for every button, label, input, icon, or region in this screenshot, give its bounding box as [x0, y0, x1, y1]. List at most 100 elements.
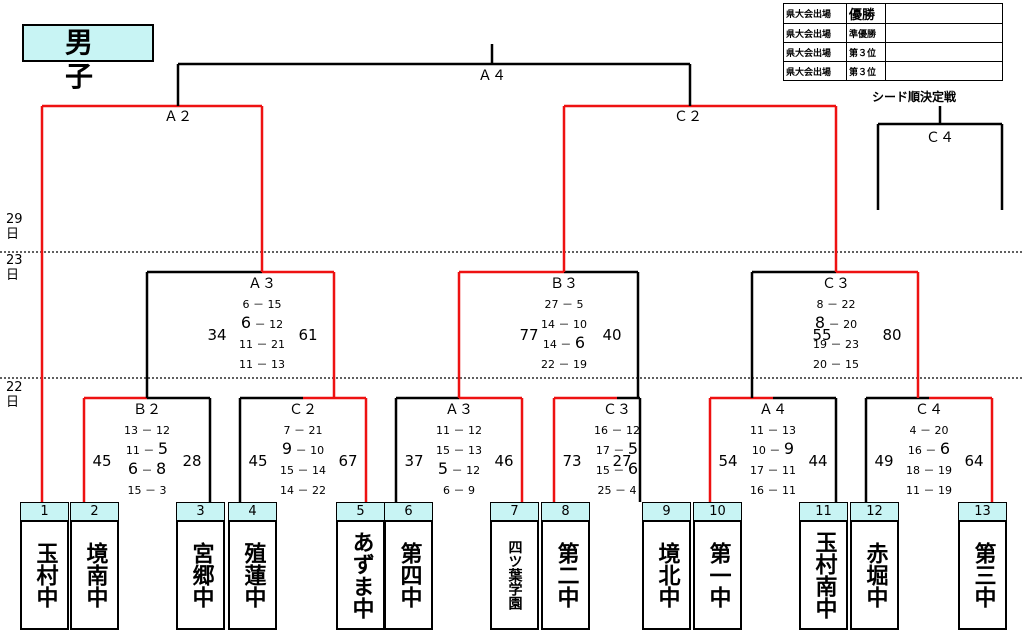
set-score: 8 － 20 [815, 313, 857, 332]
set-score: 16 － 6 [908, 439, 950, 458]
match-total-left: 45 [248, 452, 267, 470]
team-name-box: 宮郷中 [176, 520, 225, 630]
set-score: 11 － 12 [436, 424, 482, 437]
set-score: 27 － 5 [545, 298, 584, 311]
team-name-box: 殖蓮中 [228, 520, 277, 630]
match-total-right: 61 [298, 326, 317, 344]
set-score: 6 － 9 [443, 484, 475, 497]
team-name-box: 赤堀中 [850, 520, 899, 630]
match-total-left: 55 [812, 326, 831, 344]
team-name: 殖蓮中 [240, 542, 266, 608]
match-label: Ａ４ [759, 402, 787, 418]
team-name: 宮郷中 [188, 542, 214, 608]
match-label: Ａ２ [164, 109, 192, 125]
day-label-23: 23 日 [6, 253, 23, 283]
team-number: 3 [176, 502, 225, 521]
team-number: 1 [20, 502, 69, 521]
team-name-box: 第二中 [541, 520, 590, 630]
match-total-right: 67 [338, 452, 357, 470]
match-label: Ｃ４ [915, 402, 943, 418]
set-score: 11 － 19 [906, 484, 952, 497]
legend-table: 県大会出場 優勝 県大会出場 準優勝 県大会出場 第３位 県大会出場 第３位 [783, 3, 1003, 81]
team-name: 境南中 [82, 542, 108, 608]
set-score: 16 － 12 [594, 424, 640, 437]
team-name-box: 境北中 [642, 520, 691, 630]
set-score: 14 － 10 [541, 318, 587, 331]
match-label: Ｂ３ [550, 276, 578, 292]
team-name: 第四中 [396, 542, 422, 608]
set-score: 13 － 12 [124, 424, 170, 437]
team-name: 四ツ葉学園 [506, 540, 523, 610]
set-score: 11 － 5 [126, 439, 168, 458]
team-name-box: 境南中 [70, 520, 119, 630]
match-label: Ａ３ [445, 402, 473, 418]
team-name-box: あずま中 [336, 520, 385, 630]
legend-row: 県大会出場 第３位 [783, 42, 1003, 62]
team-name-box: 第三中 [958, 520, 1007, 630]
set-score: 5 － 12 [438, 459, 480, 478]
match-total-left: 77 [519, 326, 538, 344]
match-total-left: 73 [562, 452, 581, 470]
team-name: 玉村南中 [811, 531, 837, 619]
team-name-box: 第一中 [693, 520, 742, 630]
team-number: 9 [642, 502, 691, 521]
team-number: 7 [490, 502, 539, 521]
set-score: 15 － 13 [436, 444, 482, 457]
set-score: 11 － 13 [750, 424, 796, 437]
match-total-right: 27 [612, 452, 631, 470]
match-total-left: 34 [207, 326, 226, 344]
page-title: 男 子 [22, 24, 154, 93]
match-total-right: 28 [182, 452, 201, 470]
set-score: 16 － 11 [750, 484, 796, 497]
set-score: 15 － 14 [280, 464, 326, 477]
legend-blank [885, 61, 1003, 81]
set-score: 11 － 13 [239, 358, 285, 371]
set-score: 18 － 19 [906, 464, 952, 477]
set-score: 14 － 22 [280, 484, 326, 497]
match-label: Ｂ２ [133, 402, 161, 418]
team-name: あずま中 [348, 531, 374, 619]
set-score: 8 － 22 [817, 298, 856, 311]
team-number: 12 [850, 502, 899, 521]
team-name-box: 四ツ葉学園 [490, 520, 539, 630]
team-name: 玉村中 [32, 542, 58, 608]
set-score: 17 － 11 [750, 464, 796, 477]
team-name: 境北中 [654, 542, 680, 608]
team-number: 10 [693, 502, 742, 521]
set-score: 25 － 4 [598, 484, 637, 497]
team-number: 6 [384, 502, 433, 521]
match-label: Ｃ２ [289, 402, 317, 418]
team-name: 第三中 [970, 542, 996, 608]
set-score: 9 － 10 [282, 439, 324, 458]
match-label: Ｃ３ [603, 402, 631, 418]
set-score: 6 － 8 [128, 459, 166, 478]
team-number: 5 [336, 502, 385, 521]
team-name: 赤堀中 [862, 542, 888, 608]
match-total-right: 80 [882, 326, 901, 344]
match-total-right: 40 [602, 326, 621, 344]
match-total-right: 46 [494, 452, 513, 470]
set-score: 15 － 6 [596, 459, 638, 478]
match-label: Ｃ３ [822, 276, 850, 292]
day-label-29: 29 日 [6, 212, 23, 242]
set-score: 11 － 21 [239, 338, 285, 351]
set-score: 6 － 15 [243, 298, 282, 311]
set-score: 22 － 19 [541, 358, 587, 371]
team-name-box: 玉村南中 [799, 520, 848, 630]
team-number: 4 [228, 502, 277, 521]
seed-match-label: Ｃ４ [926, 130, 954, 146]
set-score: 15 － 3 [128, 484, 167, 497]
day-label-22: 22 日 [6, 380, 23, 410]
match-total-right: 44 [808, 452, 827, 470]
set-score: 19 － 23 [813, 338, 859, 351]
match-total-left: 37 [404, 452, 423, 470]
legend-row: 県大会出場 第３位 [783, 61, 1003, 81]
team-number: 2 [70, 502, 119, 521]
team-number: 8 [541, 502, 590, 521]
team-name-box: 第四中 [384, 520, 433, 630]
match-label: Ａ３ [248, 276, 276, 292]
match-total-left: 45 [92, 452, 111, 470]
team-name-box: 玉村中 [20, 520, 69, 630]
